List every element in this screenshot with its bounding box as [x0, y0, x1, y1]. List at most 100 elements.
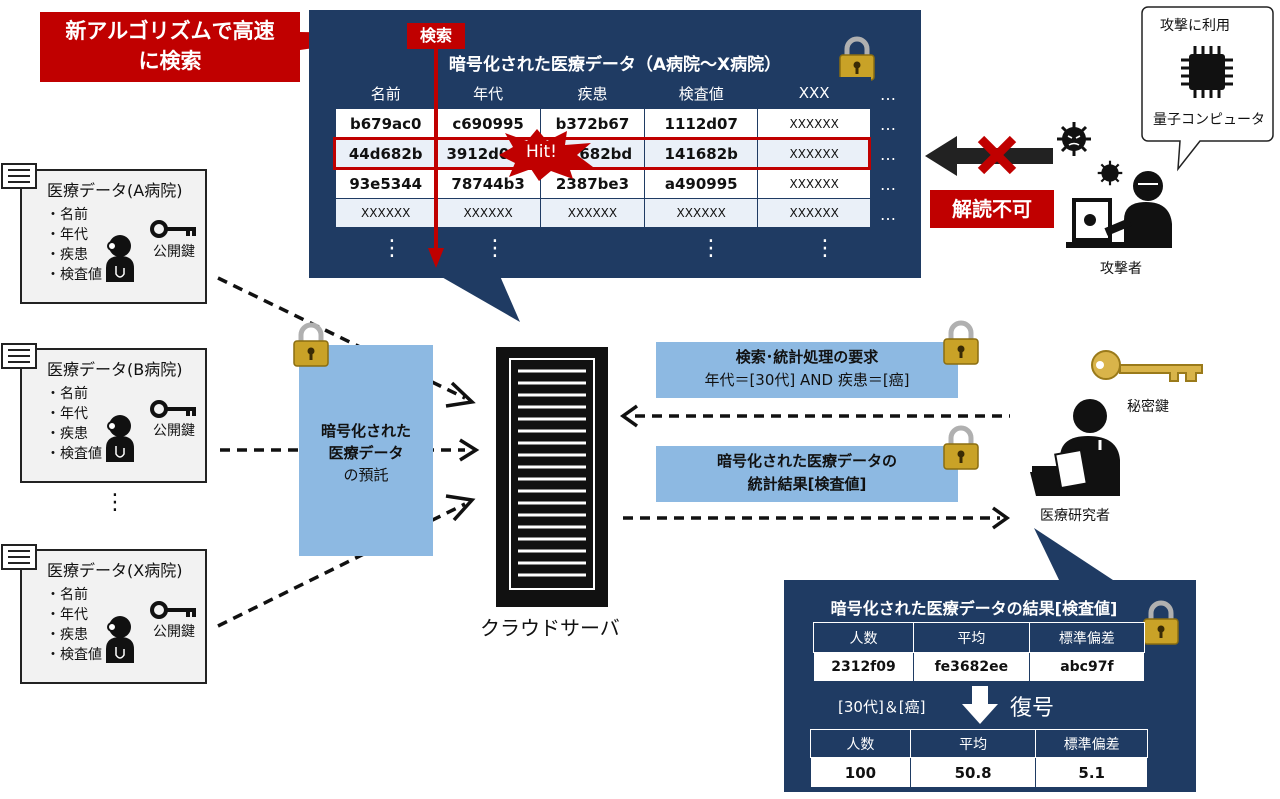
- hospital-icons: [1, 163, 196, 663]
- lock-icon: [943, 425, 979, 470]
- doctor-icon: [106, 415, 134, 462]
- doctor-icon: [106, 235, 134, 282]
- result-header: 平均: [912, 622, 1030, 653]
- db-cell: b679ac0: [334, 108, 437, 139]
- list-item: ・疾患: [46, 247, 88, 263]
- db-title: 暗号化された医療データ（A病院～X病院）: [448, 55, 782, 75]
- hit-row-highlight: [333, 137, 871, 170]
- key-icon: [150, 601, 196, 619]
- key-icon: [150, 220, 196, 238]
- doctor-icon: [106, 616, 134, 663]
- reply-text: 暗号化された医療データの 統計結果[検査値]: [656, 450, 958, 496]
- hospital-item-list: ・名前 ・年代 ・疾患 ・検査値: [46, 205, 102, 285]
- cpu-chip-icon: [1181, 46, 1233, 98]
- result-panel-tail: [1034, 528, 1116, 582]
- deposit-line1: 暗号化された: [320, 422, 411, 440]
- reply-line2: 統計結果[検査値]: [747, 475, 867, 493]
- list-item: ・疾患: [46, 627, 88, 643]
- callout-line1: 新アルゴリズムで高速: [65, 19, 275, 43]
- db-cell: XXXXXX: [435, 198, 541, 228]
- db-cell: 78744b3: [435, 168, 541, 199]
- list-item: ・名前: [46, 207, 88, 223]
- callout-text: 新アルゴリズムで高速 に検索: [40, 16, 300, 76]
- attacker-bubble-text: 攻撃に利用: [1160, 18, 1230, 34]
- ellipsis: …: [880, 205, 896, 224]
- attacker-label: 攻撃者: [1100, 261, 1142, 277]
- decode-fail-badge: 解読不可: [930, 190, 1054, 228]
- hit-label: Hit!: [526, 142, 557, 162]
- decrypted-result-table: 人数 平均 標準偏差 100 50.8 5.1: [810, 729, 1148, 788]
- result-cell: abc97f: [1028, 652, 1146, 682]
- request-text: 検索･統計処理の要求 年代＝[30代] AND 疾患＝[癌]: [656, 346, 958, 392]
- db-cell: 1112d07: [644, 108, 759, 139]
- public-key-label: 公開鍵: [153, 624, 195, 640]
- attacker-figure: [1066, 171, 1172, 248]
- result-header: 標準偏差: [1035, 729, 1148, 758]
- hit-burst-icon: [499, 129, 593, 181]
- researcher-label: 医療研究者: [1040, 508, 1110, 524]
- key-icon: [150, 400, 196, 418]
- hospital-card-b: 医療データ(B病院) ・名前 ・年代 ・疾患 ・検査値 公開鍵: [20, 348, 207, 483]
- ellipsis: …: [880, 175, 896, 194]
- db-header: 名前: [334, 77, 437, 109]
- result-header: 人数: [813, 622, 914, 653]
- deposit-line3: の預託: [343, 466, 389, 484]
- db-cell: XXXXXX: [539, 198, 646, 228]
- result-condition: [30代]＆[癌]: [838, 698, 926, 716]
- reply-line1: 暗号化された医療データの: [716, 452, 897, 470]
- list-item: ・検査値: [46, 267, 102, 283]
- search-label: 検索: [407, 23, 465, 49]
- db-cell: XXXXXX: [334, 198, 437, 228]
- document-icon: [1, 343, 37, 369]
- list-item: ・年代: [46, 406, 88, 422]
- virus-icon: [1097, 160, 1123, 186]
- server-label: クラウドサーバ: [480, 616, 620, 640]
- db-cell: XXXXXX: [757, 108, 871, 139]
- list-item: ・名前: [46, 386, 88, 402]
- result-header: 人数: [810, 729, 911, 758]
- result-cell: 100: [810, 757, 911, 788]
- reply-box: [656, 446, 958, 502]
- secret-key-label: 秘密鍵: [1127, 399, 1169, 415]
- result-header: 標準偏差: [1028, 622, 1146, 653]
- list-item: ・年代: [46, 227, 88, 243]
- result-cell: 50.8: [909, 757, 1037, 788]
- db-cell: b372b67: [539, 108, 646, 139]
- result-cell: 2312f09: [813, 652, 914, 682]
- hospital-item-list: ・名前 ・年代 ・疾患 ・検査値: [46, 585, 102, 665]
- x-mark-icon: [977, 135, 1017, 175]
- list-item: ・年代: [46, 607, 88, 623]
- request-reply-arrows: [619, 404, 1011, 530]
- db-cell: XXXXXX: [757, 198, 871, 228]
- result-cell: 5.1: [1035, 757, 1148, 788]
- db-col-ellipsis: ⋮: [484, 236, 506, 261]
- lock-icon: [839, 36, 875, 81]
- secret-key-icon: [1091, 350, 1203, 382]
- lock-icon: [1143, 600, 1179, 645]
- deposit-text: 暗号化された 医療データ の預託: [299, 420, 433, 486]
- callout-line2: に検索: [138, 49, 202, 73]
- db-cell: 44d682b: [334, 138, 437, 169]
- db-header: 疾患: [539, 77, 646, 109]
- db-cell: XXXXXX: [644, 198, 759, 228]
- db-header: XXX: [757, 77, 871, 109]
- db-col-ellipsis: ⋮: [700, 236, 722, 261]
- document-icon: [1, 163, 37, 189]
- document-icon: [1, 544, 37, 570]
- ellipsis: …: [880, 85, 896, 104]
- db-header: 検査値: [644, 77, 759, 109]
- hospital-name: 医療データ(A病院): [47, 181, 183, 200]
- list-item: ・疾患: [46, 426, 88, 442]
- db-cell: 93e5344: [334, 168, 437, 199]
- search-down-arrow: [428, 48, 444, 268]
- public-key-label: 公開鍵: [153, 244, 195, 260]
- virus-icon: [1057, 122, 1091, 156]
- down-arrow-icon: [962, 686, 998, 724]
- list-item: ・検査値: [46, 647, 102, 663]
- hospital-ellipsis: ⋮: [104, 490, 126, 515]
- researcher-figure: [1030, 399, 1120, 496]
- encrypted-result-table: 人数 平均 標準偏差 2312f09 fe3682ee abc97f: [813, 622, 1146, 682]
- list-item: ・名前: [46, 587, 88, 603]
- deposit-box: [299, 345, 433, 556]
- request-line2: 年代＝[30代] AND 疾患＝[癌]: [704, 371, 910, 389]
